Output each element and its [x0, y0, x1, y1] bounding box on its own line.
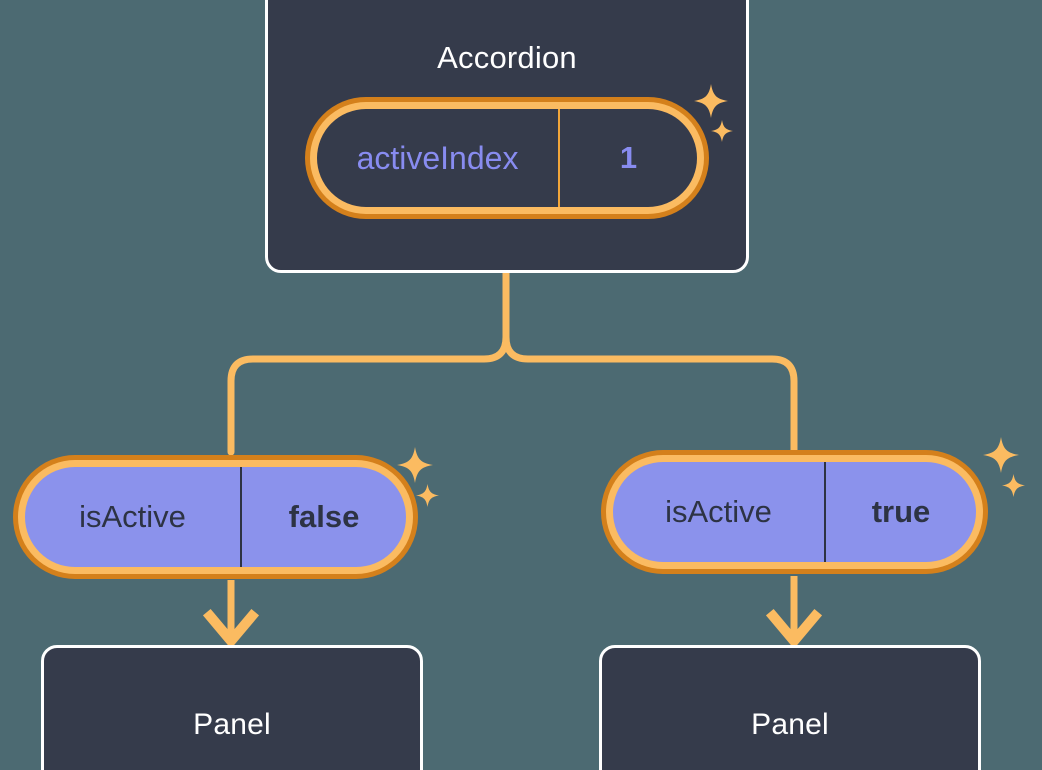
prop-pill-isactive-left[interactable]: isActive false: [13, 455, 418, 579]
panel-component-box-right[interactable]: Panel: [599, 645, 981, 770]
sparkle-icon-right-small: [1002, 474, 1025, 497]
pill-ring-inner: activeIndex 1: [310, 102, 704, 214]
connector-left: [227, 269, 510, 456]
pill-body: isActive true: [613, 462, 976, 562]
sparkle-icon-accordion-small: [711, 120, 733, 142]
state-pill-activeindex[interactable]: activeIndex 1: [305, 97, 709, 219]
state-value-activeindex: 1: [619, 140, 638, 175]
prop-key-isactive-left: isActive: [25, 467, 242, 567]
pill-ring-inner: isActive false: [18, 460, 413, 574]
arrow-down-icon-right: [765, 608, 823, 649]
arrow-down-icon-left: [202, 608, 260, 649]
sparkle-icon-left-large: [397, 447, 433, 483]
sparkle-icon-left-small: [416, 484, 439, 507]
state-key-activeindex: activeIndex: [317, 109, 560, 207]
prop-key-isactive-right: isActive: [613, 462, 826, 562]
prop-value-isactive-right: true: [871, 494, 931, 529]
sparkle-icon-accordion-large: [694, 84, 728, 118]
accordion-title: Accordion: [437, 40, 577, 75]
prop-value-isactive-left: false: [288, 499, 360, 534]
prop-pill-isactive-right[interactable]: isActive true: [601, 450, 988, 574]
pill-ring-inner: isActive true: [606, 455, 983, 569]
sparkle-icon-center: [411, 488, 412, 489]
sparkle-icon-right-large: [983, 437, 1019, 473]
panel-component-box-left[interactable]: Panel: [41, 645, 423, 770]
pill-body: activeIndex 1: [317, 109, 697, 207]
panel-title-right: Panel: [751, 708, 829, 741]
pill-body: isActive false: [25, 467, 406, 567]
panel-title-left: Panel: [193, 708, 271, 741]
connector-right: [502, 269, 798, 454]
